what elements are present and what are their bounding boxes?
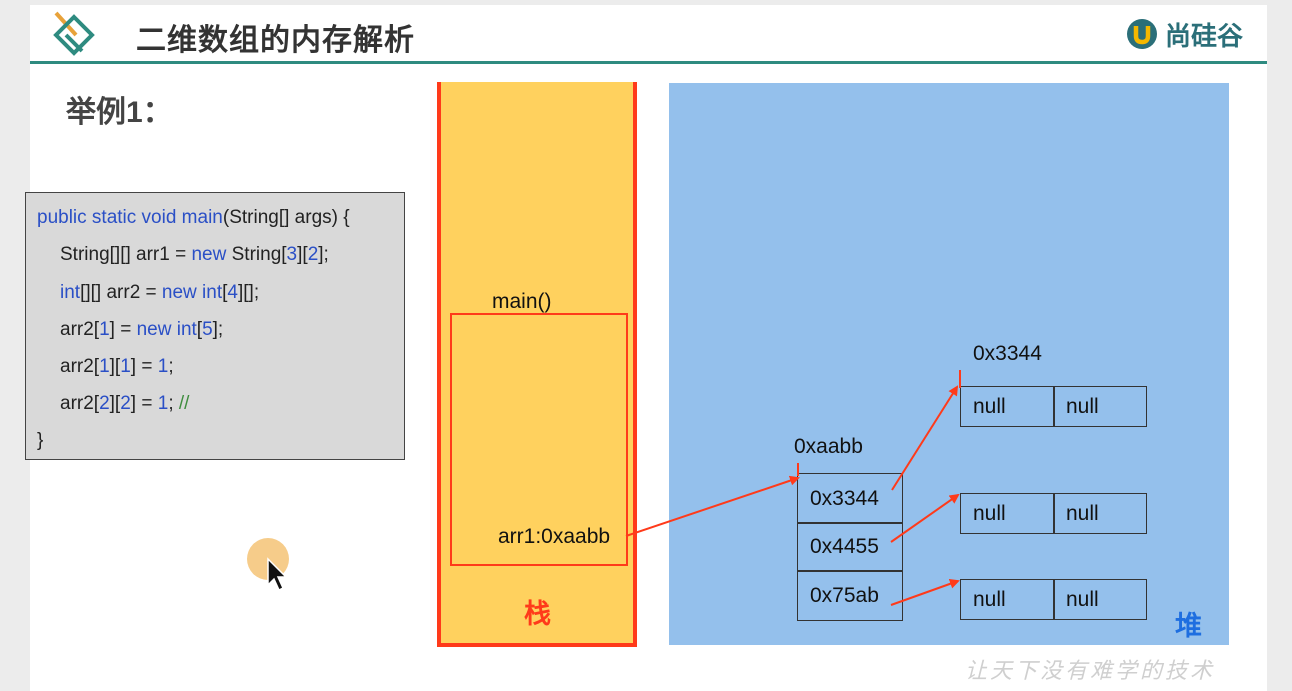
brand-name: 尚硅谷 [1164, 20, 1243, 51]
brand-logo: 尚硅谷 [1125, 17, 1243, 51]
example-heading: 举例1： [66, 96, 173, 129]
outer-array-cell-2: 0x75ab [797, 570, 903, 621]
outer-array-cell-1: 0x4455 [797, 522, 903, 572]
code-block: public static void main(String[] args) {… [25, 192, 405, 460]
inner-array-address: 0x3344 [973, 342, 1042, 365]
slide-title: 二维数组的内存解析 [136, 24, 415, 57]
inner-array-2-cell-1: null [1053, 579, 1147, 620]
inner-array-1-cell-1: null [1053, 493, 1147, 534]
header-divider [30, 61, 1267, 64]
code-line-7: } [37, 430, 44, 451]
slide-header: 二维数组的内存解析 尚硅谷 [30, 5, 1267, 64]
outer-array-address: 0xaabb [794, 435, 863, 458]
slogan-watermark: 让天下没有难学的技术 [965, 659, 1216, 684]
mouse-pointer-icon [267, 557, 288, 592]
inner-array-0-cell-1: null [1053, 386, 1147, 427]
heap-label: 堆 [1175, 611, 1202, 641]
code-line-5: arr2[1][1] = 1; [60, 356, 174, 377]
stack-variable-arr1: arr1:0xaabb [498, 525, 611, 548]
code-line-4: arr2[1] = new int[5]; [60, 319, 224, 340]
code-line-2: String[][] arr1 = new String[3][2]; [60, 244, 329, 265]
logo-diamond-icon [53, 11, 95, 56]
inner-array-1-cell-0: null [960, 493, 1055, 534]
code-line-1: public static void main(String[] args) { [37, 207, 350, 228]
main-stack-frame [450, 313, 628, 566]
stack-region [437, 82, 637, 647]
code-line-3: int[][] arr2 = new int[4][]; [60, 282, 260, 303]
heap-region [669, 83, 1229, 645]
code-line-6: arr2[2][2] = 1; // [60, 393, 190, 414]
outer-array-cell-0: 0x3344 [797, 473, 903, 524]
stack-frame-label: main() [492, 290, 552, 313]
stack-label: 栈 [524, 599, 551, 629]
inner-array-2-cell-0: null [960, 579, 1055, 620]
inner-array-0-cell-0: null [960, 386, 1055, 427]
brand-u-icon [1126, 19, 1157, 49]
